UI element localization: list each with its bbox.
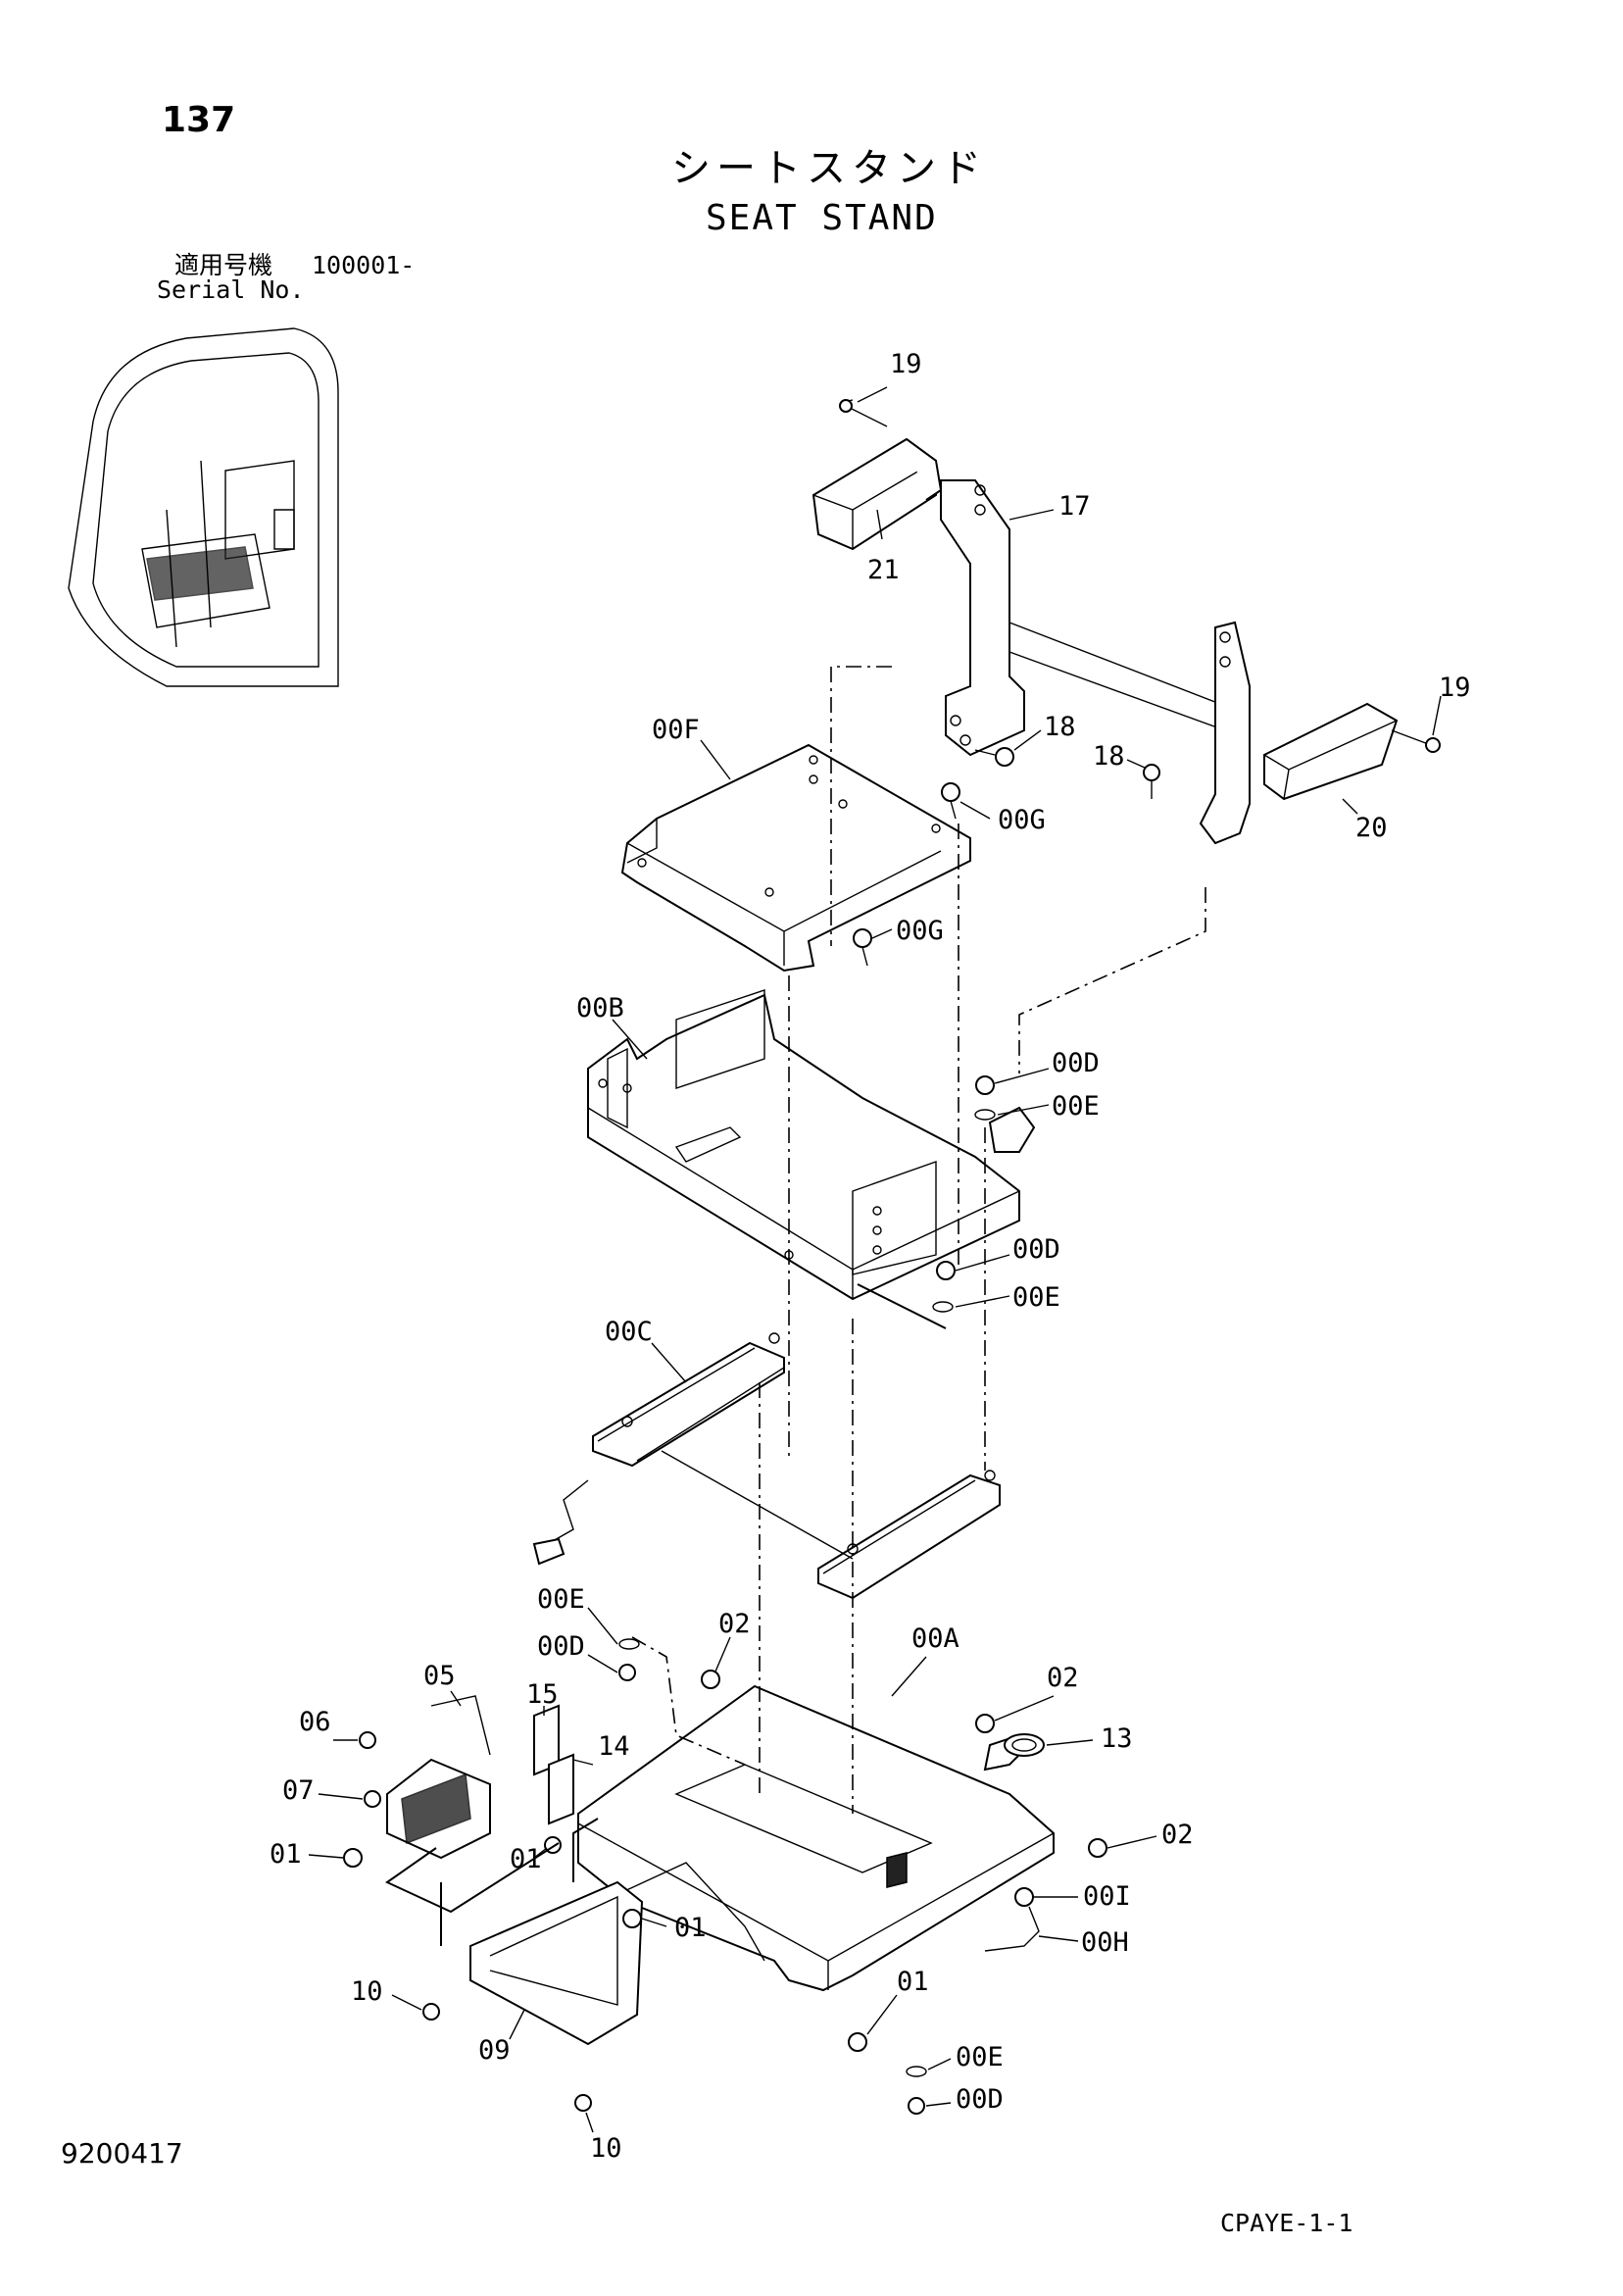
- armrest-bracket: [940, 479, 1251, 845]
- callout-00D-mid: 00D: [1012, 1234, 1060, 1265]
- callout-18b: 18: [1093, 741, 1125, 772]
- callout-10: 10: [351, 1976, 383, 2007]
- callout-09: 09: [478, 2035, 511, 2066]
- callout-00G: 00G: [998, 805, 1046, 835]
- callout-00B: 00B: [576, 993, 624, 1023]
- callout-06: 06: [299, 1707, 331, 1737]
- callout-00E-mid: 00E: [1012, 1282, 1060, 1313]
- seat-rail-00C: [532, 1332, 1001, 1600]
- title-english: SEAT STAND: [706, 198, 938, 238]
- callout-01c: 01: [674, 1913, 707, 1943]
- serial-value: 100001-: [312, 251, 416, 279]
- nut-washer-00D-00E: [932, 1075, 996, 1313]
- callout-00E: 00E: [1052, 1091, 1100, 1122]
- callout-10b: 10: [590, 2133, 622, 2164]
- callout-20: 20: [1355, 813, 1388, 843]
- page-number: 137: [162, 100, 236, 140]
- callout-00E-left: 00E: [537, 1584, 585, 1615]
- callout-00H: 00H: [1081, 1927, 1129, 1958]
- drawing-number: 9200417: [61, 2137, 183, 2170]
- sheet-code: CPAYE-1-1: [1220, 2209, 1353, 2237]
- bracket-14-15: [533, 1704, 574, 1825]
- assembly-lines: [385, 666, 1206, 1946]
- callout-14: 14: [598, 1731, 630, 1762]
- bolt-18-right: [1143, 764, 1160, 799]
- callout-18: 18: [1044, 712, 1076, 742]
- callout-00C: 00C: [605, 1317, 653, 1347]
- cab-overview-icon: [68, 327, 339, 687]
- callout-17: 17: [1058, 491, 1091, 522]
- callout-00A: 00A: [911, 1623, 959, 1654]
- callout-02c: 02: [1161, 1820, 1194, 1850]
- callout-00I: 00I: [1083, 1881, 1131, 1912]
- bolt-19-left: [839, 399, 888, 427]
- callout-15: 15: [526, 1679, 559, 1710]
- bolt-18-left: [974, 747, 1014, 767]
- rubber-stopper-13: [1004, 1733, 1045, 1757]
- callouts: 19 17 21 19 18 18 20 00F 00G 00G 00B 00D…: [270, 349, 1471, 2164]
- callout-19b: 19: [1439, 673, 1471, 703]
- armrest-left: [812, 437, 943, 551]
- vent-grille: [386, 1695, 491, 1860]
- callout-00F: 00F: [652, 715, 700, 745]
- title-japanese: シートスタンド: [671, 146, 987, 191]
- callout-00D: 00D: [1052, 1048, 1100, 1078]
- callout-01: 01: [270, 1839, 302, 1870]
- callout-19: 19: [890, 349, 922, 379]
- callout-02b: 02: [1047, 1663, 1079, 1693]
- callout-02: 02: [718, 1609, 751, 1639]
- bolt-19-right: [1391, 729, 1441, 753]
- fasteners: [343, 1638, 1107, 2115]
- seat-base-00A: [577, 1684, 1055, 1992]
- armrest-right: [1263, 702, 1399, 801]
- bolt-00G-lower: [853, 928, 872, 967]
- serial-label-japanese: 適用号機: [174, 251, 273, 279]
- callout-00D-bottom: 00D: [956, 2084, 1004, 2115]
- seat-frame-00B: [587, 989, 1036, 1301]
- callout-21: 21: [867, 555, 900, 585]
- bolt-00G-upper: [941, 782, 960, 820]
- callout-00E-bottom: 00E: [956, 2042, 1004, 2072]
- callout-01b: 01: [510, 1844, 542, 1874]
- callout-07: 07: [282, 1775, 315, 1806]
- callout-00D-left: 00D: [537, 1631, 585, 1662]
- callout-01d: 01: [897, 1967, 929, 1997]
- upper-plate-00F: [620, 743, 971, 973]
- callout-05: 05: [423, 1661, 456, 1691]
- callout-00G-lower: 00G: [896, 916, 944, 946]
- duct-09: [469, 1880, 644, 2046]
- serial-label-english: Serial No.: [157, 275, 305, 304]
- callout-13: 13: [1101, 1723, 1133, 1754]
